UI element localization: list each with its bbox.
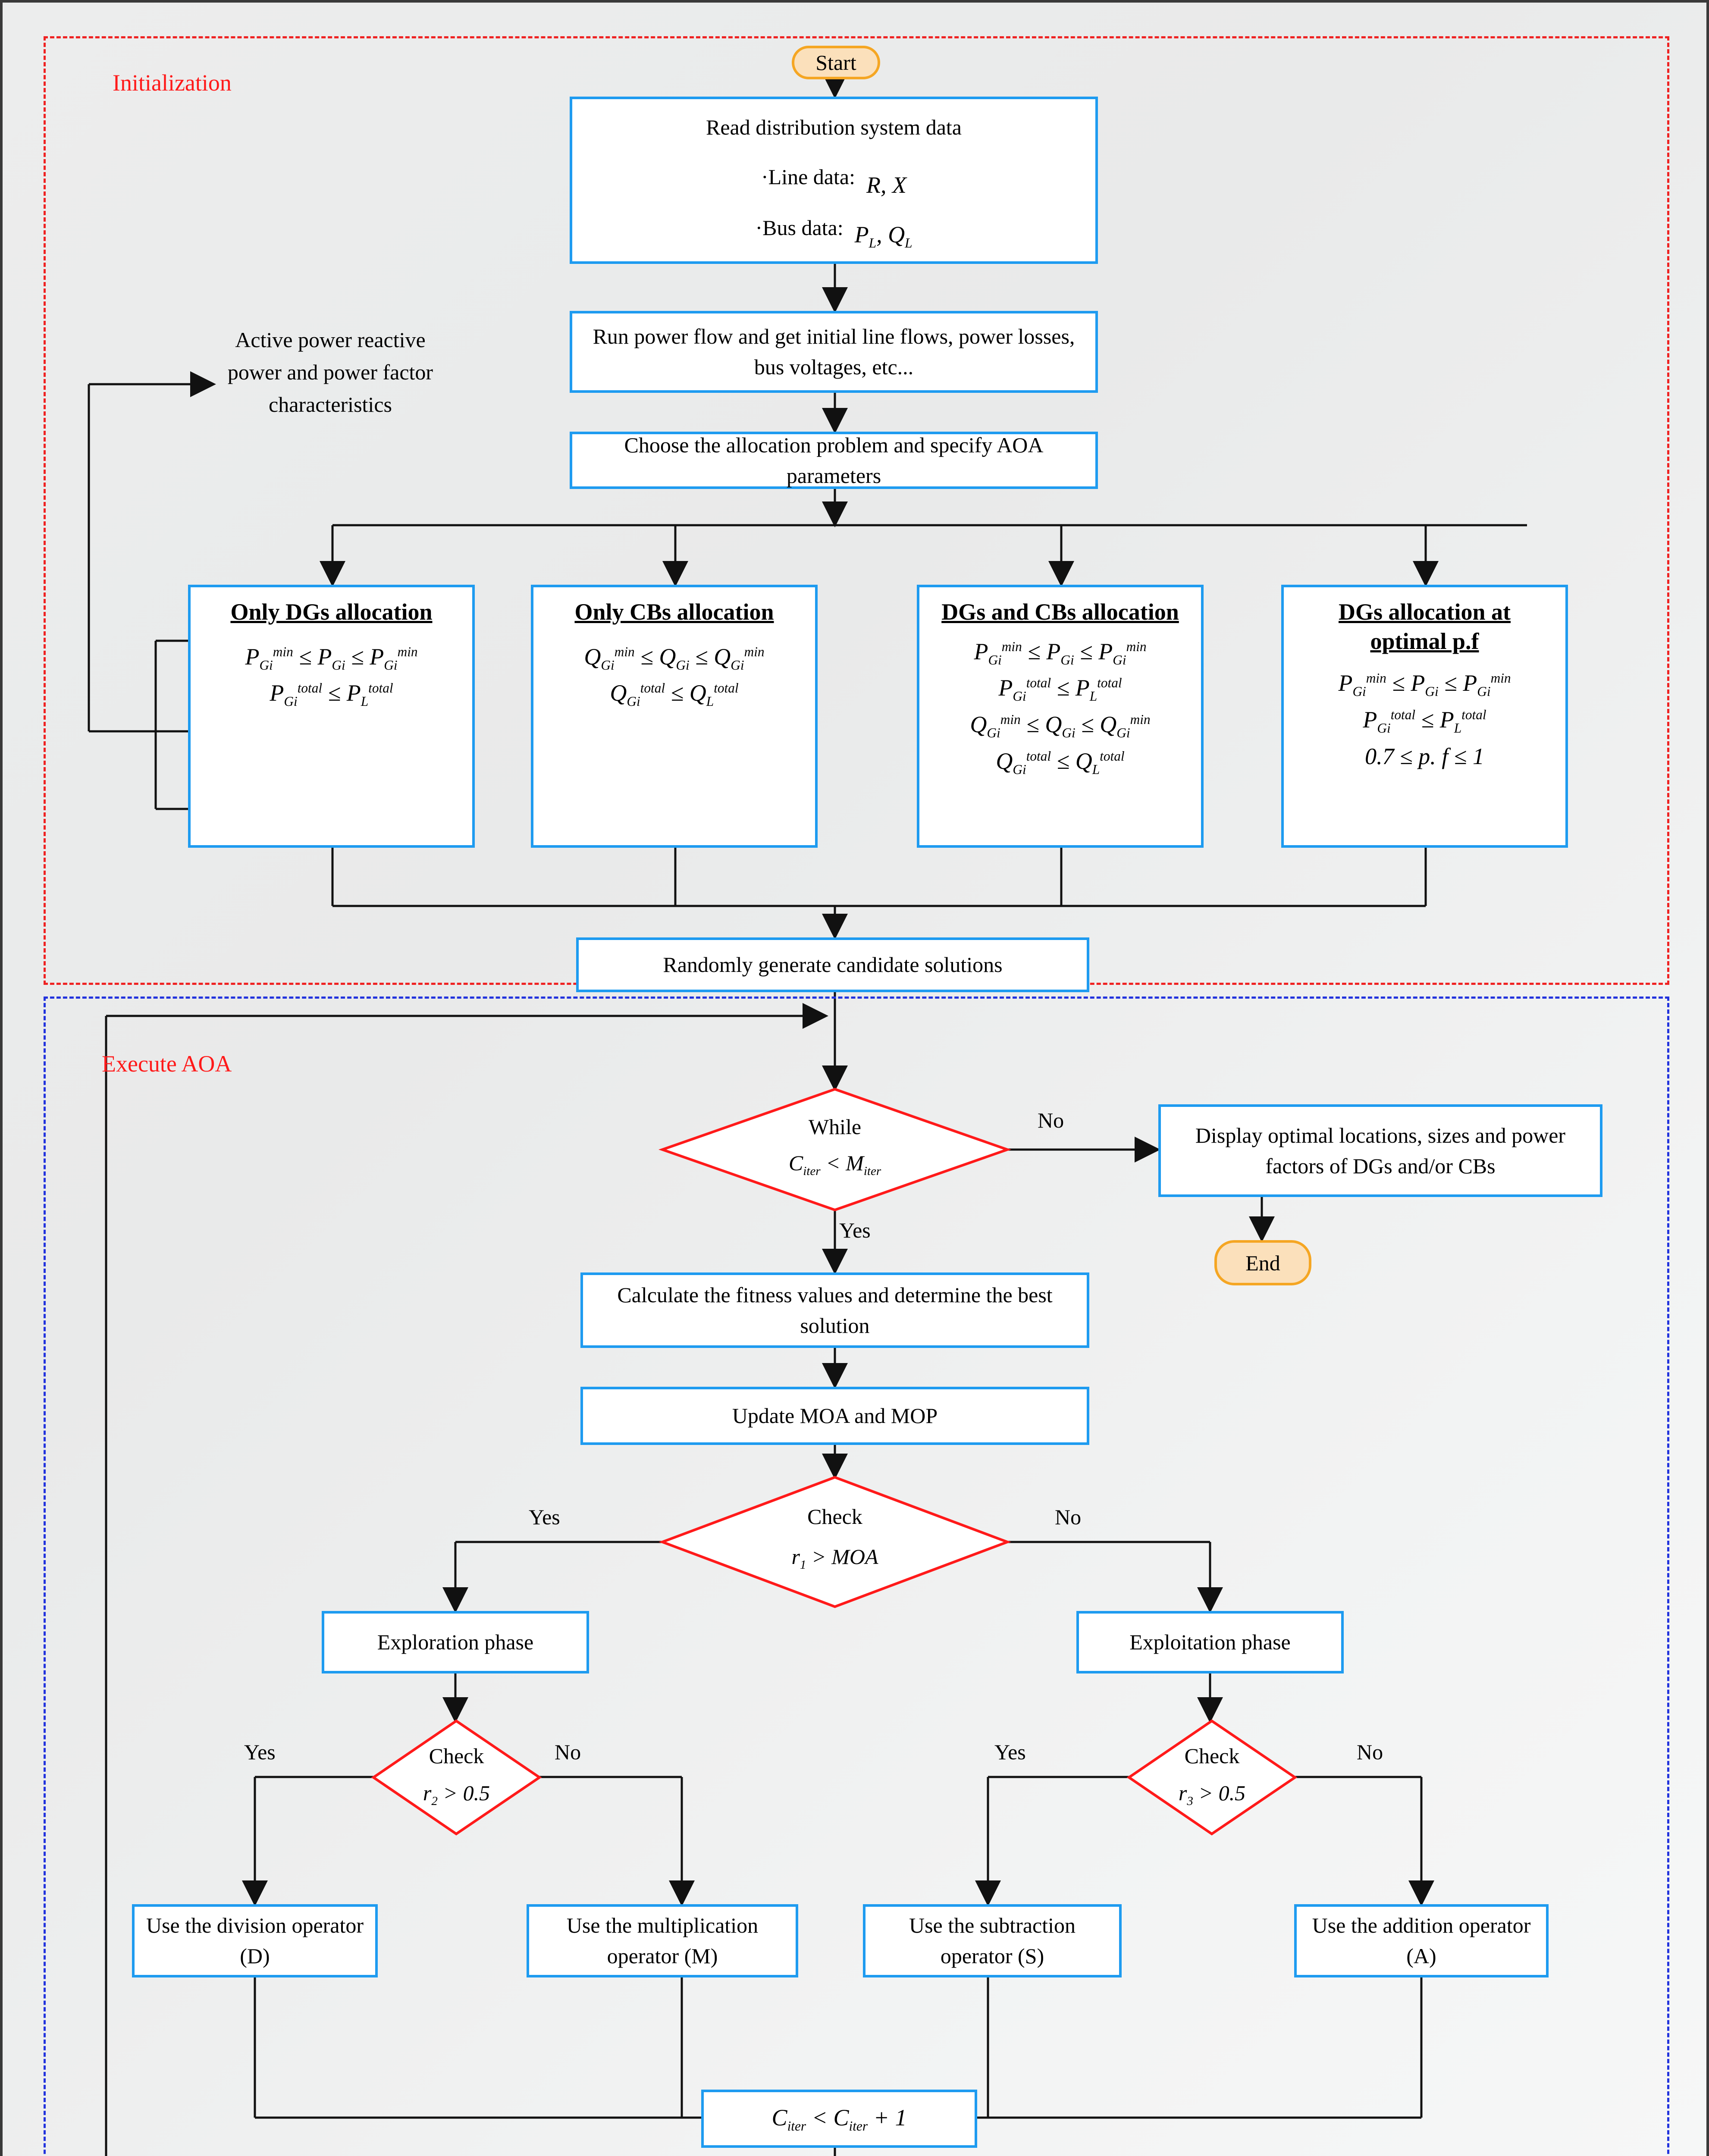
operator-subtraction-box[interactable]: Use the subtraction operator (S): [863, 1904, 1122, 1977]
allocation-formula: PGitotal ≤ PLtotal: [998, 675, 1122, 704]
run-power-flow-label: Run power flow and get initial line flow…: [593, 324, 1075, 379]
operator-multiplication-label: Use the multiplication operator (M): [566, 1913, 759, 1968]
read-data-line-symbols: R, X: [866, 172, 906, 198]
update-moa-mop-label: Update MOA and MOP: [732, 1404, 938, 1428]
end-label: End: [1245, 1250, 1280, 1275]
allocation-formula: QGitotal ≤ QLtotal: [996, 748, 1125, 777]
random-candidates-box[interactable]: Randomly generate candidate solutions: [576, 937, 1089, 992]
start-label: Start: [815, 50, 856, 75]
check-moa-yes-label: Yes: [529, 1505, 560, 1529]
start-terminator[interactable]: Start: [792, 46, 880, 79]
check-moa-no-label: No: [1055, 1505, 1082, 1529]
allocation-formula: PGimin ≤ PGi ≤ PGimin: [245, 643, 418, 673]
run-power-flow-box[interactable]: Run power flow and get initial line flow…: [570, 311, 1098, 393]
exploitation-phase-label: Exploitation phase: [1129, 1630, 1291, 1654]
read-data-bus-symbols: PL, QL: [854, 221, 913, 251]
operator-division-label: Use the division operator (D): [146, 1913, 364, 1968]
check-r3-no-label: No: [1357, 1740, 1383, 1764]
calc-fitness-box[interactable]: Calculate the fitness values and determi…: [580, 1272, 1089, 1348]
allocation-formula: PGimin ≤ PGi ≤ PGimin: [974, 638, 1147, 667]
exploitation-phase-box[interactable]: Exploitation phase: [1076, 1611, 1344, 1673]
calc-fitness-label: Calculate the fitness values and determi…: [617, 1282, 1053, 1338]
allocation-box-only-dgs[interactable]: Only DGs allocation PGimin ≤ PGi ≤ PGimi…: [188, 585, 475, 848]
allocation-box-only-cbs[interactable]: Only CBs allocation QGimin ≤ QGi ≤ QGimi…: [531, 585, 818, 848]
exploration-phase-label: Exploration phase: [377, 1630, 534, 1654]
update-moa-mop-box[interactable]: Update MOA and MOP: [580, 1387, 1089, 1445]
end-terminator[interactable]: End: [1214, 1240, 1311, 1285]
while-no-label: No: [1038, 1108, 1064, 1132]
allocation-formula: QGimin ≤ QGi ≤ QGimin: [584, 643, 765, 673]
display-results-label: Display optimal locations, sizes and pow…: [1195, 1123, 1566, 1178]
read-data-title: Read distribution system data: [706, 115, 962, 139]
allocation-formula: QGimin ≤ QGi ≤ QGimin: [970, 711, 1151, 740]
operator-addition-box[interactable]: Use the addition operator (A): [1294, 1904, 1549, 1977]
characteristics-label: Active power reactive power and power fa…: [214, 324, 447, 421]
allocation-title-only-dgs: Only DGs allocation: [230, 599, 433, 625]
while-decision[interactable]: While Citer < Miter: [658, 1087, 1012, 1212]
allocation-title-dgs-and-cbs: DGs and CBs allocation: [941, 599, 1179, 625]
allocation-title-only-cbs: Only CBs allocation: [574, 599, 774, 625]
exploration-phase-box[interactable]: Exploration phase: [322, 1611, 589, 1673]
allocation-box-dgs-and-cbs[interactable]: DGs and CBs allocation PGimin ≤ PGi ≤ PG…: [917, 585, 1204, 848]
group-frame-execute-aoa: [44, 997, 1669, 2156]
operator-subtraction-label: Use the subtraction operator (S): [909, 1913, 1076, 1968]
check-moa-decision[interactable]: Check r1 > MOA: [659, 1476, 1011, 1608]
characteristics-text: Active power reactive power and power fa…: [227, 328, 433, 417]
allocation-box-dgs-optimal-pf[interactable]: DGs allocation at optimal p.f PGimin ≤ P…: [1281, 585, 1568, 848]
choose-problem-label: Choose the allocation problem and specif…: [624, 432, 1044, 488]
allocation-formula: 0.7 ≤ p. f ≤ 1: [1365, 743, 1484, 769]
random-candidates-label: Randomly generate candidate solutions: [663, 953, 1003, 977]
allocation-formula: PGitotal ≤ PLtotal: [1363, 706, 1486, 736]
allocation-title-dgs-optimal-pf: DGs allocation at optimal p.f: [1339, 599, 1511, 654]
connector-layer: [88, 73, 1527, 2156]
read-data-bullet-bus: ·Bus data:: [755, 215, 844, 240]
allocation-formula: QGitotal ≤ QLtotal: [610, 680, 739, 709]
check-r3-decision[interactable]: Check r3 > 0.5: [1126, 1719, 1298, 1836]
group-label-initialization: Initialization: [113, 70, 232, 96]
iteration-increment-label: Citer < Citer + 1: [771, 2105, 907, 2134]
check-r3-yes-label: Yes: [994, 1740, 1026, 1764]
check-r2-decision[interactable]: Check r2 > 0.5: [371, 1719, 542, 1836]
read-data-bullet-line: ·Line data:: [761, 164, 855, 189]
operator-multiplication-box[interactable]: Use the multiplication operator (M): [527, 1904, 798, 1977]
read-data-box[interactable]: Read distribution system data ·Line data…: [570, 97, 1098, 264]
operator-addition-label: Use the addition operator (A): [1312, 1913, 1531, 1968]
display-results-box[interactable]: Display optimal locations, sizes and pow…: [1158, 1104, 1602, 1197]
group-label-execute-aoa: Execute AOA: [102, 1051, 232, 1077]
check-r2-yes-label: Yes: [244, 1740, 276, 1764]
iteration-increment-box[interactable]: Citer < Citer + 1: [701, 2090, 977, 2148]
check-r2-no-label: No: [555, 1740, 581, 1764]
while-yes-label: Yes: [839, 1218, 871, 1242]
choose-problem-box[interactable]: Choose the allocation problem and specif…: [570, 432, 1098, 489]
allocation-formula: PGimin ≤ PGi ≤ PGimin: [1338, 670, 1511, 699]
operator-division-box[interactable]: Use the division operator (D): [132, 1904, 378, 1977]
allocation-formula: PGitotal ≤ PLtotal: [270, 680, 393, 709]
